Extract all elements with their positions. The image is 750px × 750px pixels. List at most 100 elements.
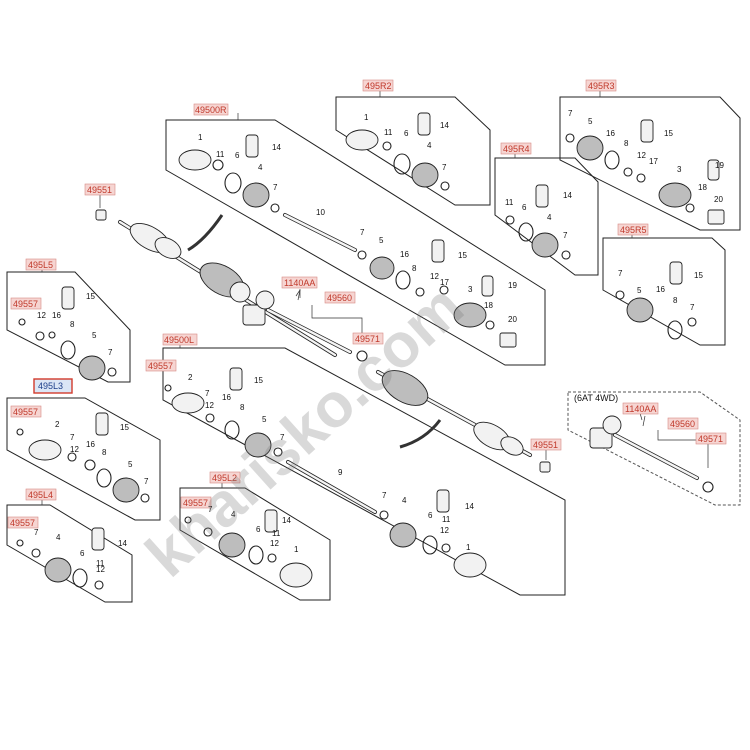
code-1140aa-upper[interactable]: 1140AA [284,278,315,288]
reference-number: 6 [428,511,433,520]
reference-number: 7 [108,348,113,357]
reference-number: 4 [231,510,236,519]
code-1140aa-4wd[interactable]: 1140AA [625,404,656,414]
reference-number: 8 [673,296,678,305]
code-49560-upper[interactable]: 49560 [327,293,352,303]
code-49500r[interactable]: 49500R [195,105,227,115]
panel-495l5 [6,271,131,383]
panel-495l3 [6,397,161,521]
reference-number: 7 [442,163,447,172]
part-codes: 49500R 495R2 495R3 495R4 495R5 49551 495… [7,79,727,529]
reference-number: 7 [273,183,278,192]
main-driveshaft-upper[interactable] [118,217,337,357]
code-495l2[interactable]: 495L2 [212,473,237,483]
code-49551-upper[interactable]: 49551 [87,185,112,195]
parts-495l5 [18,286,117,381]
reference-number: 14 [440,121,449,130]
code-495r3[interactable]: 495R3 [588,81,615,91]
reference-number: 20 [714,195,723,204]
main-driveshaft-lower[interactable] [376,363,532,459]
reference-number: 14 [282,516,291,525]
code-49571-4wd[interactable]: 49571 [698,434,723,444]
reference-number: 12 [70,445,79,454]
reference-number: 4 [402,496,407,505]
panel-49500r [165,119,546,366]
code-49557-l4[interactable]: 49557 [10,518,35,528]
reference-number: 11 [272,529,281,538]
reference-number: 7 [144,477,149,486]
code-49557-l2[interactable]: 49557 [183,498,208,508]
parts-495l2 [184,509,313,588]
panel-49500l [162,347,566,596]
code-495l4[interactable]: 495L4 [28,490,53,500]
reference-number: 11 [442,515,451,524]
parts-495r2 [345,112,450,191]
reference-number: 5 [637,286,642,295]
reference-number: 4 [547,213,552,222]
reference-number: 14 [465,502,474,511]
note-6at-4wd: (6AT 4WD) [574,393,618,403]
reference-number: 18 [698,183,707,192]
reference-number: 16 [52,311,61,320]
reference-number: 12 [37,311,46,320]
panel-495r3 [559,96,741,231]
reference-number: 16 [222,393,231,402]
panel-495r5 [602,237,726,346]
reference-number: 6 [404,129,409,138]
intermediate-shaft-upper[interactable] [242,289,352,354]
reference-number: 19 [508,281,517,290]
reference-numbers: 1 11 6 14 4 7 10 7 5 16 8 15 12 17 19 3 … [34,109,724,574]
code-495l3[interactable]: 495L3 [38,381,63,391]
reference-number: 7 [382,491,387,500]
panel-6at-4wd [567,391,741,506]
code-495r2[interactable]: 495R2 [365,81,392,91]
reference-number: 10 [316,208,325,217]
loose-parts [95,209,714,493]
code-495l5[interactable]: 495L5 [28,260,53,270]
reference-number: 2 [188,373,193,382]
reference-number: 7 [690,303,695,312]
code-49557-49500l[interactable]: 49557 [148,361,173,371]
reference-number: 16 [656,285,665,294]
reference-number: 12 [430,272,439,281]
reference-number: 16 [86,440,95,449]
parts-495l3 [16,412,150,503]
reference-number: 15 [664,129,673,138]
panel-495l4 [6,504,133,603]
reference-number: 11 [216,150,225,159]
reference-number: 3 [468,285,473,294]
intermediate-shaft-4wd[interactable] [589,415,699,480]
reference-number: 7 [563,231,568,240]
panel-495r4 [494,157,599,276]
reference-number: 7 [205,389,210,398]
reference-number: 9 [338,468,343,477]
code-495r4[interactable]: 495R4 [503,144,530,154]
reference-number: 14 [118,539,127,548]
code-49557-l3[interactable]: 49557 [13,407,38,417]
reference-number: 11 [96,559,105,568]
parts-495l4 [16,527,105,590]
reference-number: 8 [102,448,107,457]
reference-number: 5 [588,117,593,126]
reference-number: 15 [120,423,129,432]
reference-number: 5 [128,460,133,469]
reference-number: 15 [86,292,95,301]
code-495r5[interactable]: 495R5 [620,225,647,235]
code-49557-l5[interactable]: 49557 [13,299,38,309]
reference-number: 5 [92,331,97,340]
selected-highlight [33,378,73,394]
parts-495r4 [505,184,571,260]
code-49500l[interactable]: 49500L [164,335,194,345]
reference-number: 8 [240,403,245,412]
reference-number: 15 [458,251,467,260]
code-49551-lower[interactable]: 49551 [533,440,558,450]
code-49571-upper[interactable]: 49571 [355,334,380,344]
reference-number: 11 [384,128,393,137]
reference-number: 16 [606,129,615,138]
reference-number: 1 [466,543,471,552]
reference-number: 17 [649,157,658,166]
reference-number: 1 [294,545,299,554]
parts-495r3 [565,119,725,225]
code-49560-4wd[interactable]: 49560 [670,419,695,429]
